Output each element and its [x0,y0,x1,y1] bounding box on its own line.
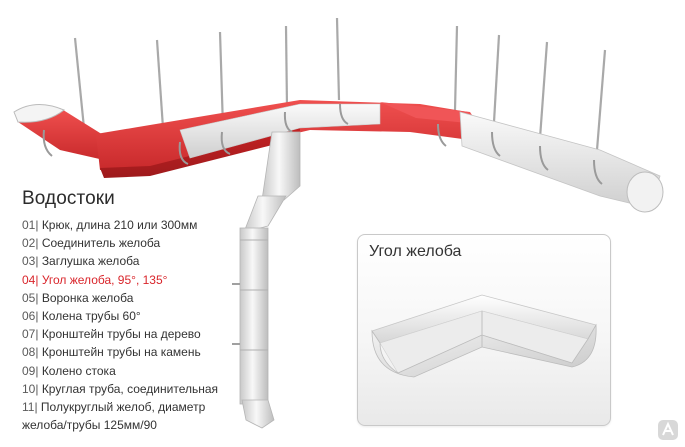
list-item[interactable]: 11| Полукруглый желоб, диаметр желоба/тру… [22,398,218,434]
list-item[interactable]: 03| Заглушка желоба [22,252,218,270]
list-item[interactable]: 09| Колено стока [22,362,218,380]
item-label: Крюк, длина 210 или 300мм [41,218,198,232]
item-label: Заглушка желоба [41,254,140,269]
item-label: Кронштейн трубы на дерево [41,327,201,342]
item-label: Соединитель желоба [41,236,161,251]
gutter-hooks [73,17,607,151]
item-number: 11| [22,400,38,415]
list-item[interactable]: 04| Угол желоба, 95°, 135° [22,271,218,289]
panel-title: Угол желоба [369,243,462,260]
item-number: 09| [22,363,39,378]
item-label: Угол желоба, 95°, 135° [41,272,168,287]
gutter-right-run [459,111,664,213]
item-label: Круглая труба, соединительная [41,381,219,396]
item-number: 03| [22,254,39,269]
item-number: 05| [22,290,39,305]
list-item[interactable]: 10| Круглая труба, соединительная [22,380,218,398]
gutter-white-segment [179,103,381,159]
section-heading: Водостоки [22,188,115,209]
item-number: 02| [22,236,39,251]
list-item[interactable]: 05| Воронка желоба [22,289,218,307]
item-label: Кронштейн трубы на камень [41,345,201,360]
item-number: 07| [22,327,39,342]
item-label: Колено стока [41,363,116,378]
gutter-corner-image [371,294,597,378]
item-number: 10| [22,381,39,396]
item-label-continuation: желоба/трубы 125мм/90 [22,418,157,433]
list-item[interactable]: 01| Крюк, длина 210 или 300мм [22,216,218,234]
gutter-brackets [42,103,603,185]
item-label: Полукруглый желоб, диаметр [40,400,206,415]
item-number: 08| [22,345,39,360]
item-number: 01| [22,218,39,232]
list-item[interactable]: 08| Кронштейн трубы на камень [22,343,218,361]
logo-watermark-icon [658,420,678,440]
list-item[interactable]: 07| Кронштейн трубы на дерево [22,325,218,343]
item-number: 06| [22,309,39,324]
item-label: Колена трубы 60° [41,309,141,324]
list-item[interactable]: 06| Колена трубы 60° [22,307,218,325]
downpipe [232,131,301,429]
list-item[interactable]: 02| Соединитель желоба [22,234,218,252]
gutter-left-end [13,104,108,160]
item-label: Воронка желоба [41,290,134,305]
corner-detail-panel: Угол желоба [357,234,611,426]
item-number: 04| [22,272,39,287]
